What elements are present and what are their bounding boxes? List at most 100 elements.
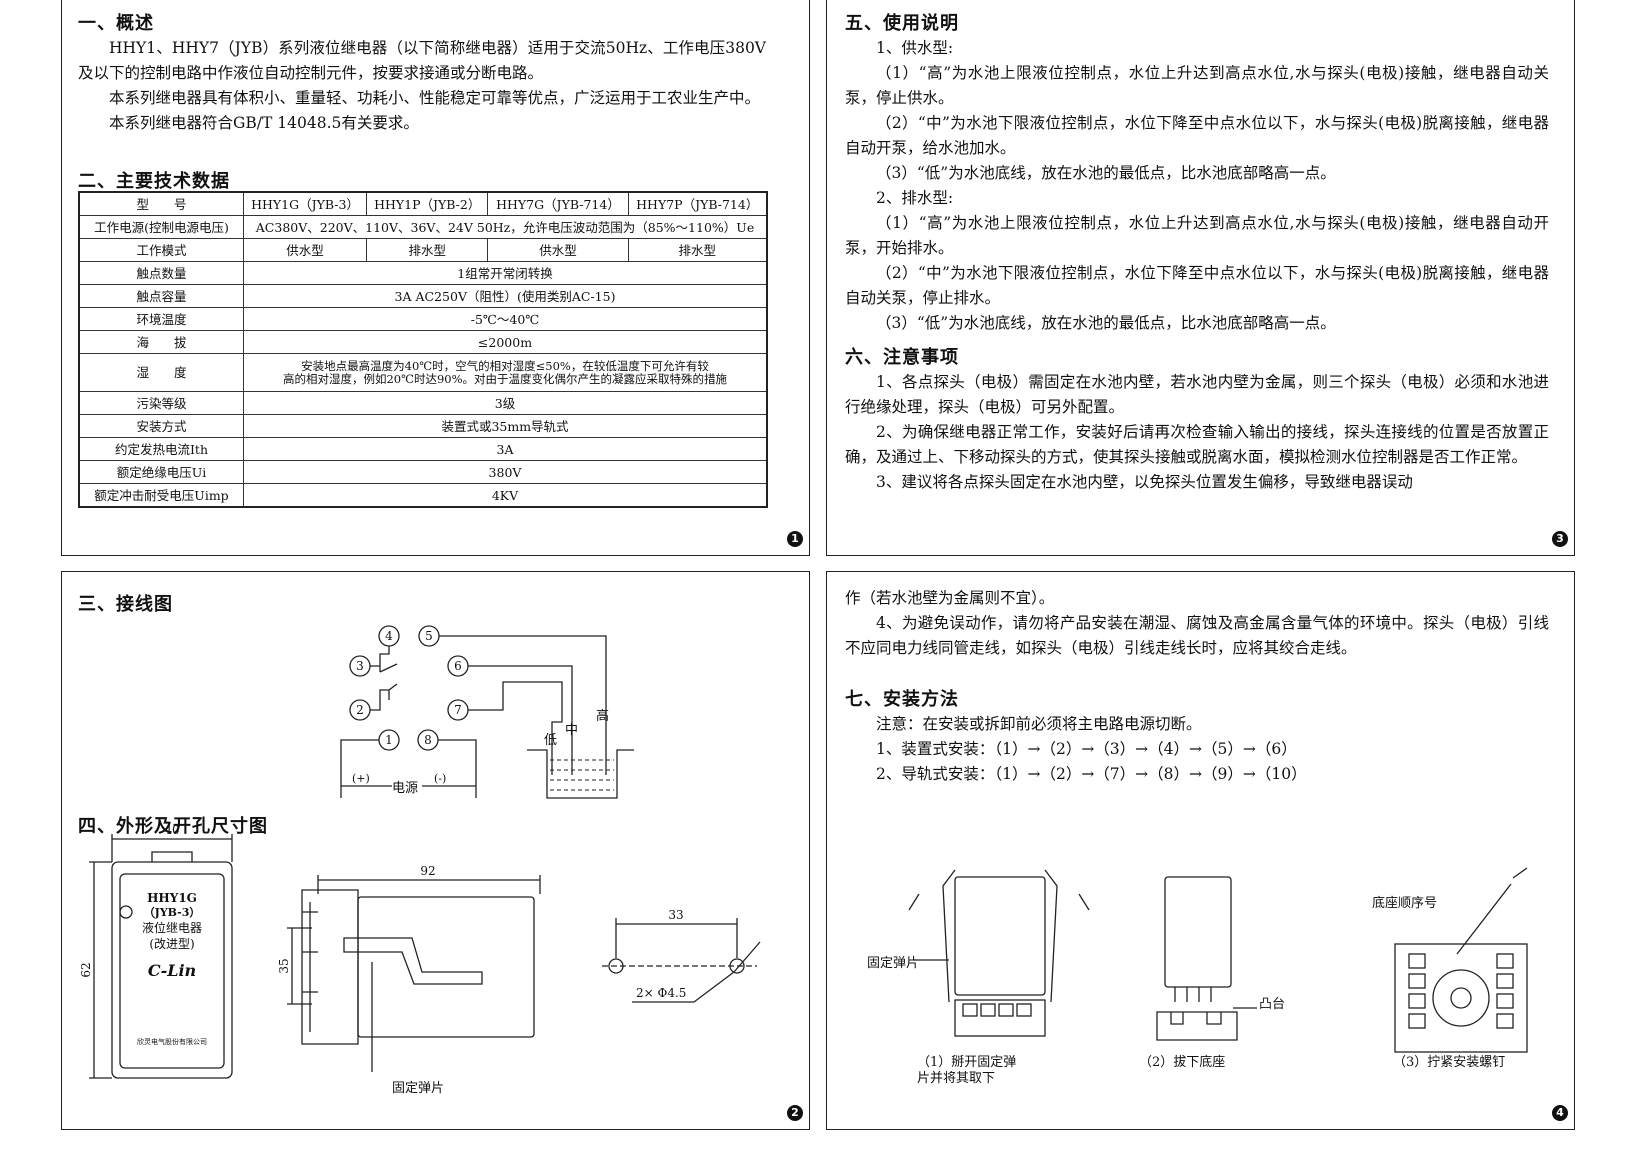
table-cell: 约定发热电流Ith	[78, 437, 244, 461]
table-cell: 3A	[243, 437, 768, 461]
table-cell: 污染等级	[78, 391, 244, 415]
hole-spec: 2× Φ4.5	[636, 986, 686, 1000]
front-sub: （JYB-3）	[144, 906, 201, 919]
clip-label: 固定弹片	[867, 956, 919, 971]
front-type: (改进型)	[149, 937, 194, 951]
install-step-1: 1、装置式安装：（1）→（2）→（3）→（4）→（5）→（6）	[876, 740, 1297, 758]
table-cell: ≤2000m	[243, 330, 768, 354]
front-company: 欣灵电气股份有限公司	[137, 1037, 207, 1046]
dim-35: 35	[277, 958, 291, 973]
install-step-2: 2、导轨式安装：（1）→（2）→（7）→（8）→（9）→（10）	[876, 765, 1307, 783]
boss-label: 凸台	[1259, 997, 1285, 1012]
pin-label: 5	[425, 629, 433, 643]
install-illustrations: 固定弹片 凸台 底座顺序号 （1）掰开固定弹 片并将其取下 （2）拔下底座 （3…	[867, 867, 1528, 1086]
page-number: 2	[787, 1105, 803, 1121]
table-cell: 型 号	[78, 191, 244, 216]
section-spec-heading: 二、主要技术数据	[78, 171, 230, 192]
pin-label: 6	[454, 659, 462, 673]
table-cell: 3A AC250V（阻性）(使用类别AC-15)	[243, 284, 768, 308]
plus-label: (+)	[352, 772, 370, 785]
table-cell: HHY1G（JYB-3）	[242, 191, 368, 216]
pin-label: 7	[454, 703, 462, 717]
clip-label: 固定弹片	[392, 1081, 444, 1096]
panel-1: 一、概述 HHY1、HHY7（JYB）系列液位继电器（以下简称继电器）适用于交流…	[61, 0, 810, 556]
minus-label: (-)	[434, 772, 446, 785]
front-model: HHY1G	[147, 891, 197, 905]
install-text: 注意：在安装或拆卸前必须将主电路电源切断。 1、装置式安装：（1）→（2）→（3…	[845, 712, 1549, 787]
note-3-continued: 作（若水池壁为金属则不宜）。	[845, 589, 1055, 607]
humidity-line-2: 高的相对湿度，例如20℃时达90%。对由于温度变化偶尔产生的凝露应采取特殊的措施	[282, 371, 728, 386]
probe-low-label: 低	[544, 733, 557, 748]
dimension-drawings: 40 62 92 35 33 2× Φ4.5 固定弹片 HHY1G （JYB-3…	[79, 823, 761, 1096]
table-cell: 额定绝缘电压Ui	[78, 460, 244, 484]
table-cell: 工作电源(控制电源电压)	[78, 215, 244, 239]
table-row: 环境温度-5℃～40℃	[78, 307, 768, 331]
dim-62: 62	[79, 962, 93, 977]
panel-3: 五、使用说明 1、供水型: （1）“高”为水池上限液位控制点，水位上升达到高点水…	[826, 0, 1575, 556]
caption-2: （2）拔下底座	[1139, 1054, 1225, 1070]
panel-2: 三、接线图 4 5 6 7	[61, 571, 810, 1130]
usage-drain-3: （3）“低”为水池底线，放在水池的最低点，比水池底部略高一点。	[876, 314, 1336, 332]
overview-para-1: HHY1、HHY7（JYB）系列液位继电器（以下简称继电器）适用于交流50Hz、…	[78, 39, 766, 82]
section-overview-heading: 一、概述	[78, 13, 154, 34]
table-cell: 触点容量	[78, 284, 244, 308]
table-row: 工作电源(控制电源电压) AC380V、220V、110V、36V、24V 50…	[78, 215, 768, 239]
notes-continued-text: 作（若水池壁为金属则不宜）。 4、为避免误动作，请勿将产品安装在潮湿、腐蚀及高金…	[845, 586, 1549, 661]
table-cell: HHY7G（JYB-714）	[487, 191, 629, 216]
usage-text: 1、供水型: （1）“高”为水池上限液位控制点，水位上升达到高点水位,水与探头(…	[845, 36, 1549, 336]
spec-table: 型 号 HHY1G（JYB-3） HHY1P（JYB-2） HHY7G（JYB-…	[78, 191, 768, 508]
table-row: 型 号 HHY1G（JYB-3） HHY1P（JYB-2） HHY7G（JYB-…	[78, 191, 768, 216]
pin-label: 4	[385, 629, 393, 643]
table-cell: 供水型	[487, 238, 629, 262]
caption-1b: 片并将其取下	[917, 1071, 995, 1086]
section-install-heading: 七、安装方法	[845, 689, 959, 710]
pin-label: 1	[385, 733, 393, 747]
table-cell: 排水型	[366, 238, 489, 262]
notes-text: 1、各点探头（电极）需固定在水池内壁，若水池内壁为金属，则三个探头（电极）必须和…	[845, 370, 1549, 495]
page-number: 4	[1552, 1105, 1568, 1121]
usage-drain-title: 2、排水型:	[876, 189, 954, 207]
usage-supply-2: （2）“中”为水池下限液位控制点，水位下降至中点水位以下，水与探头(电极)脱离接…	[845, 114, 1549, 157]
table-cell: AC380V、220V、110V、36V、24V 50Hz，允许电压波动范围为（…	[243, 215, 768, 239]
table-cell: 1组常开常闭转换	[243, 261, 768, 285]
table-cell: 湿 度	[78, 353, 244, 392]
usage-supply-3: （3）“低”为水池底线，放在水池的最低点，比水池底部略高一点。	[876, 164, 1336, 182]
overview-para-3: 本系列继电器符合GB/T 14048.5有关要求。	[109, 114, 419, 132]
probe-mid-label: 中	[565, 723, 578, 738]
table-cell: 3级	[243, 391, 768, 415]
section-dimensions-heading: 四、外形及开孔尺寸图	[78, 816, 268, 837]
power-label: 电源	[392, 781, 418, 796]
table-cell: 装置式或35mm导轨式	[243, 414, 768, 438]
dim-40: 40	[164, 823, 179, 837]
front-brand-logo: C-Lin	[148, 961, 196, 980]
note-1: 1、各点探头（电极）需固定在水池内壁，若水池内壁为金属，则三个探头（电极）必须和…	[845, 373, 1549, 416]
table-cell: 环境温度	[78, 307, 244, 331]
table-cell: 触点数量	[78, 261, 244, 285]
base-sequence-label: 底座顺序号	[1372, 895, 1437, 911]
dim-92: 92	[420, 864, 435, 878]
note-2: 2、为确保继电器正常工作，安装好后请再次检查输入输出的接线，探头连接线的位置是否…	[845, 423, 1549, 466]
caption-1a: （1）掰开固定弹	[917, 1055, 1016, 1070]
install-note: 注意：在安装或拆卸前必须将主电路电源切断。	[876, 715, 1202, 733]
table-cell: HHY1P（JYB-2）	[366, 191, 489, 216]
table-row: 海 拔≤2000m	[78, 330, 768, 354]
wiring-diagram: 4 5 6 7 8 1 2 3 低 中 高 (+) (-) 电源	[340, 625, 634, 799]
humidity-line-1: 安装地点最高温度为40℃时，空气的相对湿度≤50%，在较低温度下可允许有较	[301, 358, 709, 373]
pin-label: 3	[356, 659, 364, 673]
section-wiring-heading: 三、接线图	[78, 594, 173, 615]
table-row: 湿 度 安装地点最高温度为40℃时，空气的相对湿度≤50%，在较低温度下可允许有…	[78, 353, 768, 392]
probe-high-label: 高	[596, 708, 609, 724]
usage-drain-2: （2）“中”为水池下限液位控制点，水位下降至中点水位以下，水与探头(电极)脱离接…	[845, 264, 1549, 307]
usage-supply-1: （1）“高”为水池上限液位控制点，水位上升达到高点水位,水与探头(电极)接触，继…	[845, 64, 1549, 107]
table-row: 工作模式 供水型 排水型 供水型 排水型	[78, 238, 768, 262]
page-number: 3	[1552, 531, 1568, 547]
caption-3: （3）拧紧安装螺钉	[1393, 1055, 1505, 1070]
table-cell: 工作模式	[78, 238, 244, 262]
table-cell: 供水型	[242, 238, 368, 262]
table-cell: 排水型	[627, 238, 768, 262]
